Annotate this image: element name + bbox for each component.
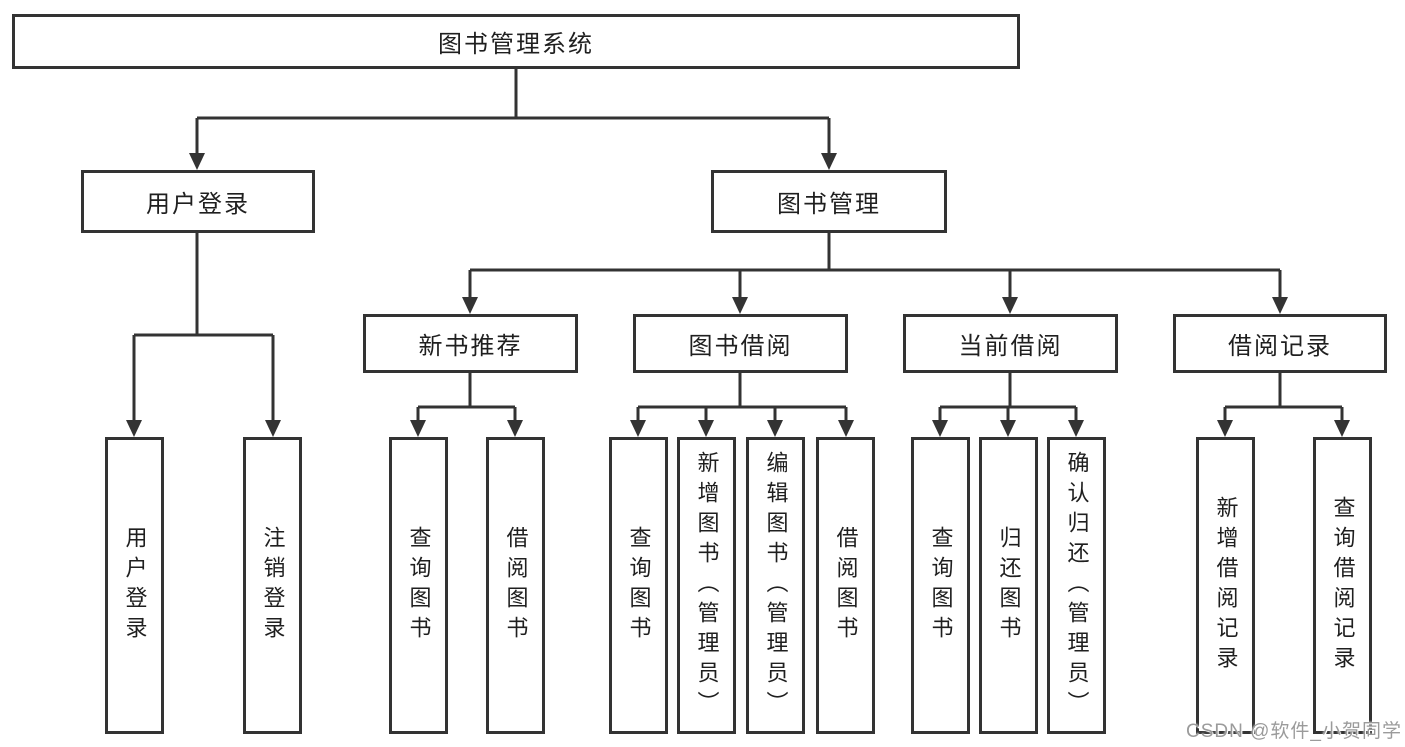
leaf-newrec-query-books-label: 查询图书: [406, 525, 432, 646]
arrowhead: [1272, 297, 1288, 314]
node-current-borrow-label: 当前借阅: [958, 333, 1063, 360]
arrowhead: [1334, 420, 1350, 437]
leaf-borrow-edit-books-admin-label: 编辑图书（管理员）: [763, 450, 789, 721]
leaf-newrec-borrow-books-label: 借阅图书: [503, 525, 529, 646]
leaf-borrow-add-books-admin-label: 新增图书（管理员）: [694, 450, 720, 721]
leaf-borrow-add-books-admin: 新增图书（管理员）: [677, 437, 736, 734]
arrowhead: [507, 420, 523, 437]
leaf-current-confirm-return-admin: 确认归还（管理员）: [1047, 437, 1106, 734]
arrowhead: [767, 420, 783, 437]
leaf-borrow-edit-books-admin: 编辑图书（管理员）: [746, 437, 805, 734]
leaf-newrec-borrow-books: 借阅图书: [486, 437, 545, 734]
arrowhead: [932, 420, 948, 437]
node-book-mgmt: 图书管理: [711, 170, 947, 233]
leaf-records-query-record: 查询借阅记录: [1313, 437, 1372, 734]
leaf-user-login: 用户登录: [105, 437, 164, 734]
arrowhead: [1217, 420, 1233, 437]
connector-currentborrow-to-leaves: [932, 373, 1084, 437]
arrowhead: [732, 297, 748, 314]
leaf-current-query-books: 查询图书: [911, 437, 970, 734]
node-user-login-label: 用户登录: [146, 191, 250, 218]
arrowhead: [838, 420, 854, 437]
leaf-current-query-books-label: 查询图书: [928, 525, 954, 646]
leaf-borrow-query-books: 查询图书: [609, 437, 668, 734]
arrowhead: [462, 297, 478, 314]
node-root: 图书管理系统: [12, 14, 1020, 69]
connector-borrowrecords-to-leaves: [1217, 373, 1350, 437]
node-root-label: 图书管理系统: [438, 31, 594, 58]
node-book-mgmt-label: 图书管理: [777, 191, 881, 218]
node-user-login: 用户登录: [81, 170, 315, 233]
arrowhead: [821, 153, 837, 170]
arrowhead: [1068, 420, 1084, 437]
leaf-current-return-books: 归还图书: [979, 437, 1038, 734]
connector-userlogin-to-leaves: [126, 233, 281, 437]
leaf-current-confirm-return-admin-label: 确认归还（管理员）: [1064, 450, 1090, 721]
connector-newbookrec-to-leaves: [410, 373, 523, 437]
leaf-borrow-borrow-books-label: 借阅图书: [833, 525, 859, 646]
leaf-newrec-query-books: 查询图书: [389, 437, 448, 734]
leaf-logout: 注销登录: [243, 437, 302, 734]
node-new-book-rec: 新书推荐: [363, 314, 578, 373]
arrowhead: [1000, 420, 1016, 437]
arrowhead: [630, 420, 646, 437]
leaf-logout-label: 注销登录: [260, 525, 286, 646]
arrowhead: [126, 420, 142, 437]
node-borrow-records-label: 借阅记录: [1228, 333, 1332, 360]
node-current-borrow: 当前借阅: [903, 314, 1118, 373]
leaf-records-query-record-label: 查询借阅记录: [1330, 495, 1356, 676]
leaf-borrow-query-books-label: 查询图书: [626, 525, 652, 646]
arrowhead: [410, 420, 426, 437]
node-new-book-rec-label: 新书推荐: [418, 333, 523, 360]
arrowhead: [189, 153, 205, 170]
arrowhead: [698, 420, 714, 437]
leaf-records-add-record: 新增借阅记录: [1196, 437, 1255, 734]
leaf-user-login-label: 用户登录: [122, 525, 148, 646]
node-book-borrow: 图书借阅: [633, 314, 848, 373]
node-borrow-records: 借阅记录: [1173, 314, 1387, 373]
connector-root-to-level2: [189, 69, 837, 170]
leaf-borrow-borrow-books: 借阅图书: [816, 437, 875, 734]
connector-bookmgmt-to-level3: [462, 233, 1288, 314]
node-book-borrow-label: 图书借阅: [688, 333, 793, 360]
arrowhead: [1002, 297, 1018, 314]
leaf-records-add-record-label: 新增借阅记录: [1213, 495, 1239, 676]
leaf-current-return-books-label: 归还图书: [996, 525, 1022, 646]
arrowhead: [265, 420, 281, 437]
connector-bookborrow-to-leaves: [630, 373, 854, 437]
csdn-watermark: CSDN @软件_小贺同学: [1186, 721, 1402, 742]
